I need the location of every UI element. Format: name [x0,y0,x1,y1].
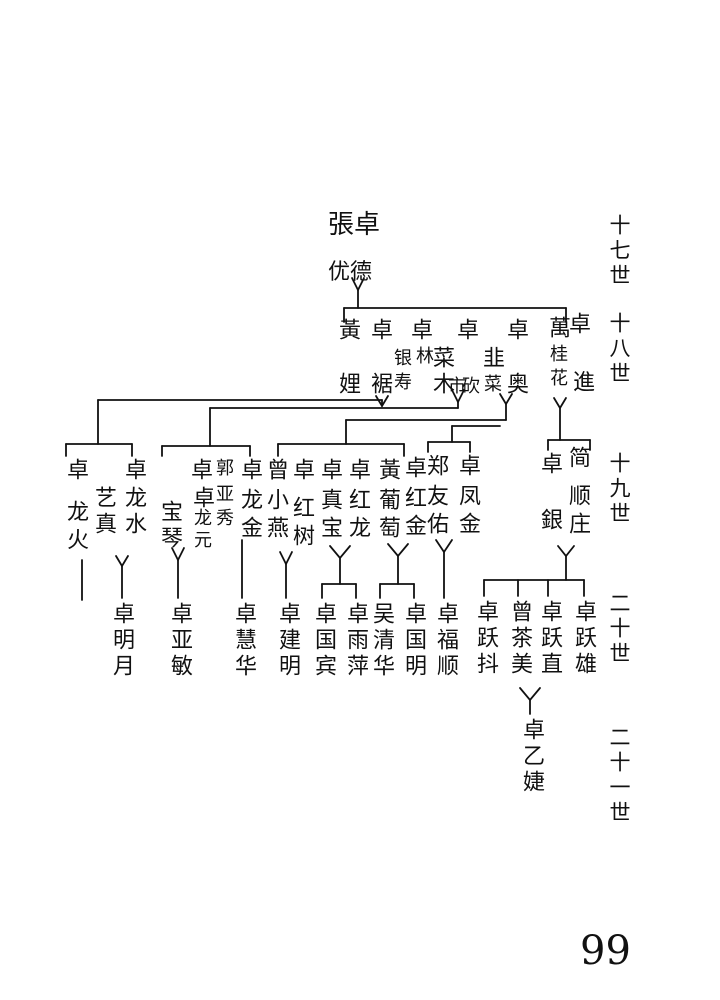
generation-label-20: 二十世 [607,592,631,667]
gen19-name-1b: 火 [63,528,88,554]
gen19-wife-2: 艺 [91,486,116,512]
gen20-person-7: 吴清华 [369,602,394,680]
gen20-person-3: 卓慧华 [231,602,256,680]
gen19-name-8: 真 [317,488,342,514]
gen19-name-14: 銀 [537,508,562,534]
gen19-name-4: 亚 [213,484,234,504]
gen18-husband-4: 卓 [503,318,528,344]
gen17-couple: 張卓 [328,210,381,240]
gen20-person-12: 卓跃直 [537,600,562,678]
gen19-wife-7: 卓 [289,458,314,484]
gen19-wife-5: 卓 [237,458,262,484]
gen18-name-2: 银 [391,348,412,368]
gen19-name-1: 龙 [63,500,88,526]
gen19-wife-4: 郭 [213,458,234,478]
gen19-wife-12: 郑 [423,454,448,480]
gen19-wife-14: 卓 [537,452,562,478]
gen19-name-12: 友 [423,484,448,510]
gen19-wife-10: 黃 [375,458,400,484]
gen19-name-10: 葡 [375,488,400,514]
gen17-name: 优德 [328,260,373,285]
gen19-name-9b: 龙 [345,516,370,542]
gen19-wife-13: 卓 [455,454,480,480]
gen19-wife-6: 曾 [263,458,288,484]
gen19-wife-15: 简 [565,446,590,472]
gen18-wife-6: 萬 [545,316,570,342]
gen19-name-7b: 树 [289,524,314,550]
gen18-husband-3: 卓 [453,318,478,344]
gen20-person-4: 卓建明 [275,602,300,680]
gen20-person-13: 卓跃雄 [571,600,596,678]
gen18-husband-1: 卓 [367,318,392,344]
gen19-name-4d: 元 [191,530,212,550]
gen18-name-6: 桂 [547,344,568,364]
gen20-person-2: 卓亚敏 [167,602,192,680]
gen19-name-5b: 金 [237,516,262,542]
gen19-name-2c: 水 [121,512,146,538]
gen19-husband-4: 卓 [189,486,214,512]
gen18-name-6c: 進 [569,370,594,396]
gen20-person-9: 卓福顺 [433,602,458,680]
gen19-name-2: 真 [91,512,116,538]
gen19-name-15: 顺 [565,484,590,510]
gen19-name-6: 小 [263,488,288,514]
gen19-wife-8: 卓 [317,458,342,484]
gen19-name-4b: 秀 [213,508,234,528]
gen20-person-1: 卓明月 [109,602,134,680]
gen20-person-8: 卓国明 [401,602,426,680]
gen18-name-2b: 寿 [391,372,412,392]
generation-label-21: 二十一世 [607,726,631,826]
gen19-name-3: 琴 [157,526,182,552]
gen18-wife-1: 黃 [335,318,360,344]
gen19-name-13: 凤 [455,484,480,510]
gen19-name-13b: 金 [455,512,480,538]
gen19-name-10b: 萄 [375,516,400,542]
gen18-name-1: 娌 [335,372,360,398]
gen19-wife-9: 卓 [345,458,370,484]
gen19-name-11: 红 [401,486,426,512]
gen19-name-9: 红 [345,488,370,514]
gen19-name-6b: 燕 [263,516,288,542]
gen18-name-5: 奥 [503,372,528,398]
gen18-name-4: 砍 [459,376,480,396]
gen18-name-1b: 裾 [367,372,392,398]
gen18-wife-4: 韭 [479,346,504,372]
gen19-husband-3: 宝 [157,500,182,526]
generation-label-19: 十九世 [607,452,631,527]
gen19-wife-1: 卓 [63,458,88,484]
gen21-person-1: 卓乙婕 [519,718,544,796]
gen18-husband-2: 林 [413,346,434,366]
gen18-husband-6: 卓 [565,312,590,338]
gen19-wife-11: 卓 [401,456,426,482]
page-number: 99 [580,928,631,974]
gen20-person-5: 卓国宾 [311,602,336,680]
gen20-person-11: 曾茶美 [507,600,532,678]
gen19-name-15b: 庄 [565,512,590,538]
gen18-name-6b: 花 [547,368,568,388]
gen18-name-3: 木 [429,372,454,398]
gen19-name-12b: 佑 [423,512,448,538]
gen19-wife-3: 卓 [187,458,212,484]
gen20-person-10: 卓跃抖 [473,600,498,678]
gen18-wife-3: 菜 [429,346,454,372]
gen18-wife-2: 卓 [407,318,432,344]
gen18-name-3b: 市 [445,376,466,396]
gen20-person-6: 卓雨萍 [343,602,368,680]
gen19-name-7: 红 [289,496,314,522]
generation-label-18: 十八世 [607,312,631,387]
gen19-name-8b: 宝 [317,516,342,542]
gen18-name-4b: 菜 [481,374,502,394]
gen19-name-5: 龙 [237,488,262,514]
generation-label-17: 十七世 [607,214,631,289]
gen19-name-2b: 龙 [121,486,146,512]
gen19-husband-2: 卓 [121,458,146,484]
gen19-name-4c: 龙 [191,508,212,528]
gen19-name-11b: 金 [401,514,426,540]
